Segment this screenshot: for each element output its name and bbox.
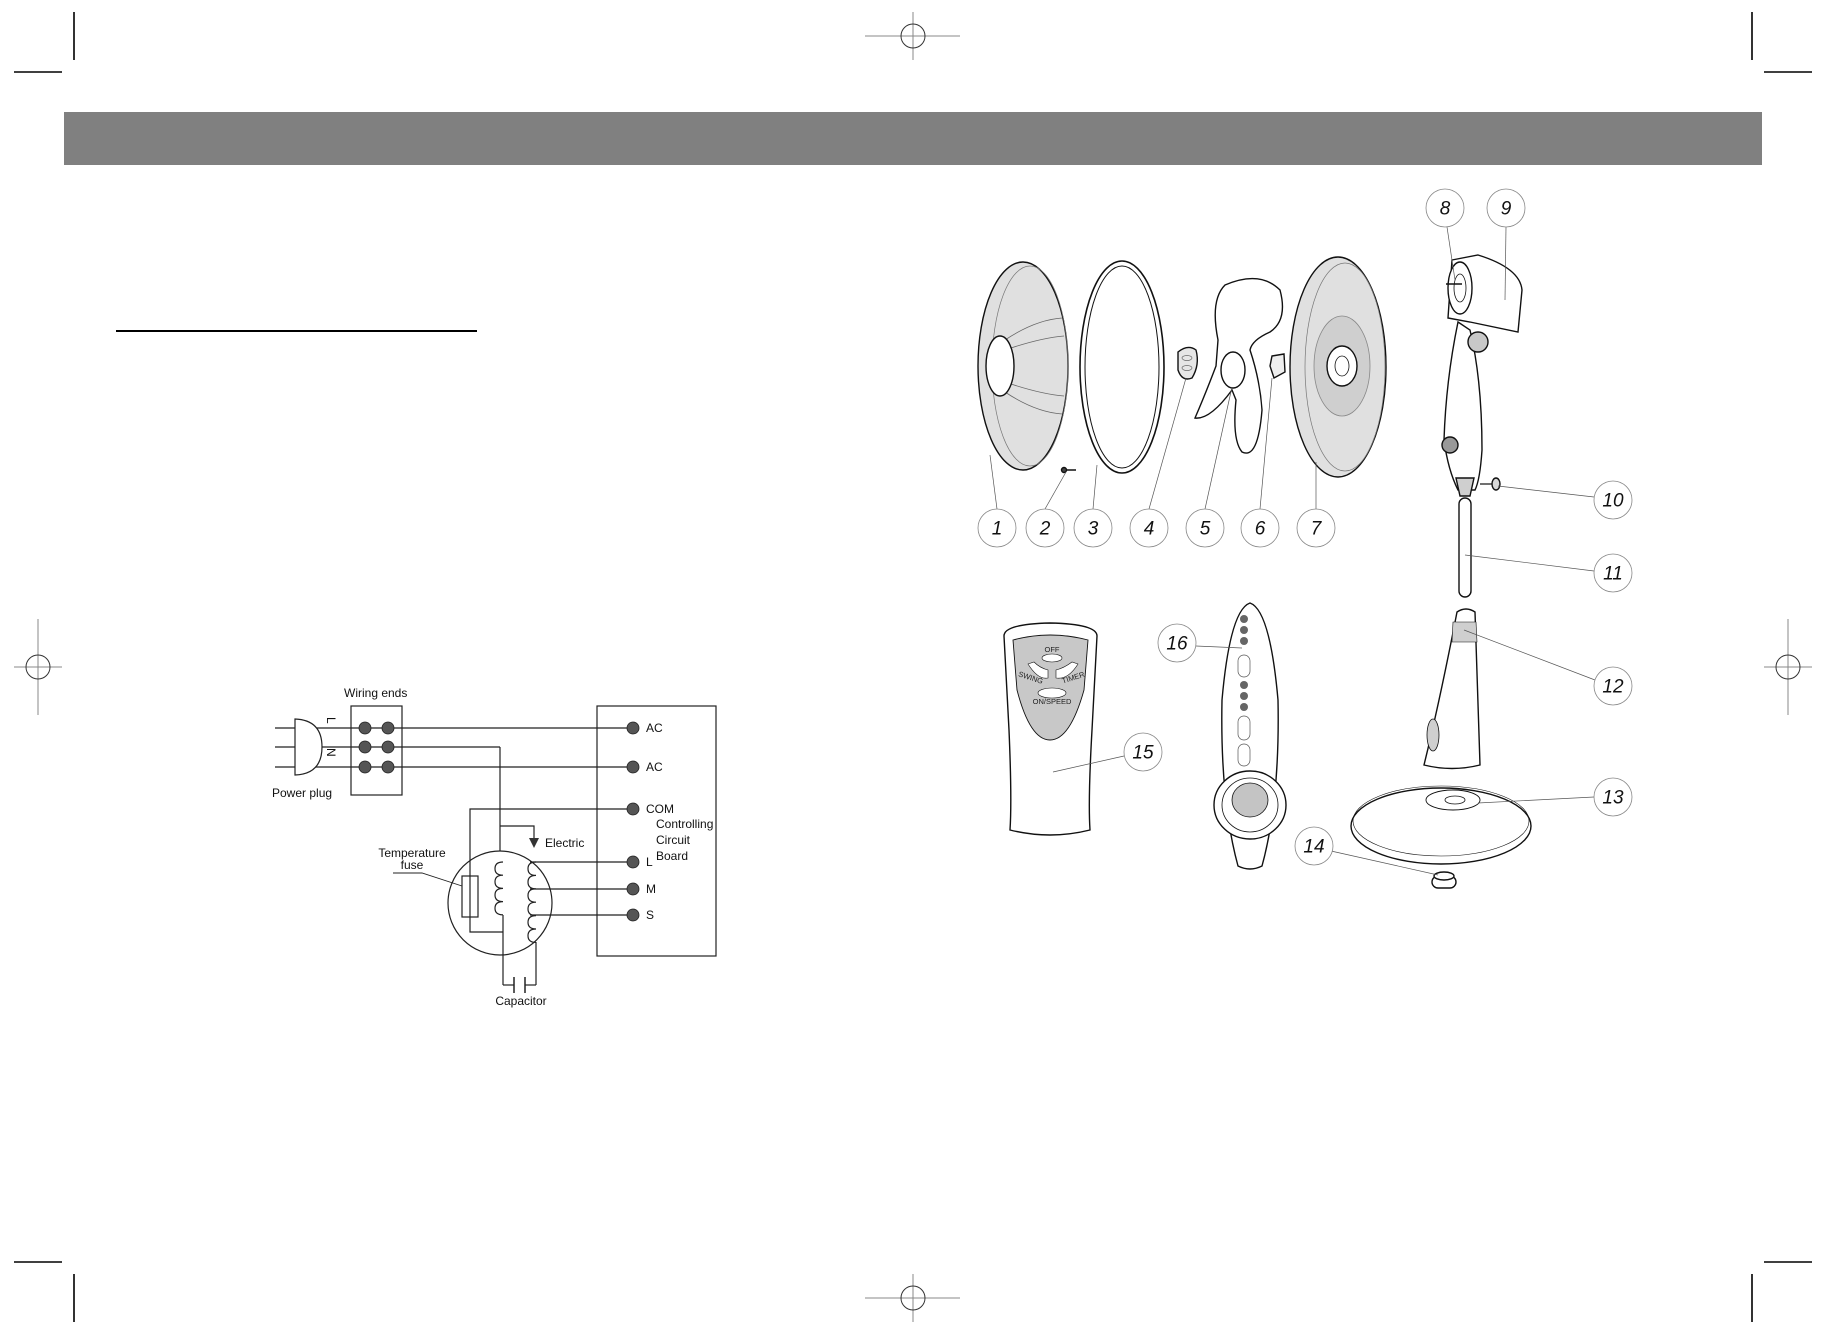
callout-15 bbox=[1123, 732, 1163, 772]
board-label-line2: Circuit bbox=[656, 833, 691, 847]
part-number-14: 14 bbox=[1303, 837, 1324, 858]
motor-head-icon bbox=[1446, 254, 1523, 333]
board-label-line1: Controlling bbox=[656, 817, 713, 831]
parts-diagram bbox=[977, 254, 1532, 889]
part-number-10: 10 bbox=[1602, 491, 1624, 512]
terminal-label-ac-1: AC bbox=[646, 721, 663, 735]
arrow-down-icon bbox=[529, 838, 539, 848]
callout-2 bbox=[1025, 508, 1065, 548]
part-number-9: 9 bbox=[1501, 199, 1512, 220]
wiring-ends-label: Wiring ends bbox=[344, 686, 407, 700]
callout-16 bbox=[1157, 623, 1197, 663]
terminal-label-ac-2: AC bbox=[646, 760, 663, 774]
control-panel-icon bbox=[1213, 602, 1287, 870]
temperature-fuse-label-line1: Temperature bbox=[378, 846, 446, 860]
part-number-11: 11 bbox=[1603, 564, 1623, 585]
wiring-ends-box bbox=[350, 705, 403, 796]
fan-blade-icon bbox=[1193, 277, 1284, 454]
registration-mark-right bbox=[1764, 619, 1812, 715]
callout-7 bbox=[1296, 508, 1336, 548]
board-label-line3: Board bbox=[656, 849, 688, 863]
screw-icon bbox=[1060, 466, 1076, 474]
plug-pin-n-label: N bbox=[324, 748, 338, 757]
rear-grille-icon bbox=[977, 261, 1069, 471]
callout-5 bbox=[1185, 508, 1225, 548]
part-number-2: 2 bbox=[1039, 519, 1051, 540]
part-number-4: 4 bbox=[1144, 519, 1155, 540]
part-number-16: 16 bbox=[1166, 634, 1188, 655]
wiring-diagram bbox=[275, 705, 717, 993]
pole-tube-icon bbox=[1458, 497, 1472, 598]
callout-8 bbox=[1425, 188, 1465, 228]
power-plug-icon bbox=[294, 718, 323, 776]
callout-13 bbox=[1593, 777, 1633, 817]
locking-knob-icon bbox=[1480, 477, 1501, 491]
terminal-label-l: L bbox=[646, 855, 653, 869]
leader-lines bbox=[989, 226, 1596, 876]
coil-icon bbox=[527, 861, 537, 943]
part-number-callouts bbox=[977, 188, 1633, 866]
registration-mark-left bbox=[14, 619, 62, 715]
remote-control-icon bbox=[1003, 622, 1098, 836]
part-number-8: 8 bbox=[1440, 199, 1451, 220]
temperature-fuse-label-line2: fuse bbox=[401, 858, 424, 872]
section-header-bar bbox=[64, 112, 1762, 165]
part-number-13: 13 bbox=[1602, 788, 1624, 809]
motor-icon bbox=[447, 850, 553, 956]
stand-base-icon bbox=[1350, 785, 1532, 865]
part-number-12: 12 bbox=[1602, 677, 1624, 698]
part-number-15: 15 bbox=[1132, 743, 1154, 764]
registration-mark-top bbox=[865, 12, 960, 60]
callout-4 bbox=[1129, 508, 1169, 548]
nut-icon bbox=[1269, 353, 1286, 380]
part-number-3: 3 bbox=[1088, 519, 1099, 540]
section-underline bbox=[116, 330, 477, 332]
callout-6 bbox=[1240, 508, 1280, 548]
terminal-label-com: COM bbox=[646, 802, 674, 816]
callout-9 bbox=[1486, 188, 1526, 228]
registration-mark-bottom bbox=[865, 1274, 960, 1322]
terminal-dots bbox=[358, 721, 640, 922]
controlling-circuit-board-box bbox=[596, 705, 717, 957]
fan-arm-icon bbox=[1441, 320, 1489, 497]
callout-1 bbox=[977, 508, 1017, 548]
rubber-foot-icon bbox=[1431, 871, 1457, 889]
front-grille-icon bbox=[1289, 256, 1387, 478]
remote-on-speed-label: ON/SPEED bbox=[1033, 697, 1072, 706]
part-number-1: 1 bbox=[992, 519, 1003, 540]
callout-3 bbox=[1073, 508, 1113, 548]
callout-11 bbox=[1593, 553, 1633, 593]
electric-label: Electric bbox=[545, 836, 584, 850]
capacitor-label: Capacitor bbox=[495, 994, 546, 1008]
power-plug-label: Power plug bbox=[272, 786, 332, 800]
callout-14 bbox=[1294, 826, 1334, 866]
part-number-6: 6 bbox=[1255, 519, 1266, 540]
spinner-cap-icon bbox=[1177, 346, 1199, 380]
part-number-5: 5 bbox=[1200, 519, 1211, 540]
terminal-label-s: S bbox=[646, 908, 654, 922]
coil-icon bbox=[494, 861, 504, 916]
terminal-label-m: M bbox=[646, 882, 656, 896]
plug-pin-l-label: L bbox=[324, 717, 338, 724]
callout-10 bbox=[1593, 480, 1633, 520]
grille-ring-icon bbox=[1079, 260, 1165, 474]
temperature-fuse-icon bbox=[461, 875, 479, 918]
callout-12 bbox=[1593, 666, 1633, 706]
crop-marks bbox=[14, 12, 1812, 1322]
part-number-7: 7 bbox=[1311, 519, 1323, 540]
stand-column-icon bbox=[1423, 608, 1481, 770]
remote-off-label: OFF bbox=[1045, 645, 1060, 654]
